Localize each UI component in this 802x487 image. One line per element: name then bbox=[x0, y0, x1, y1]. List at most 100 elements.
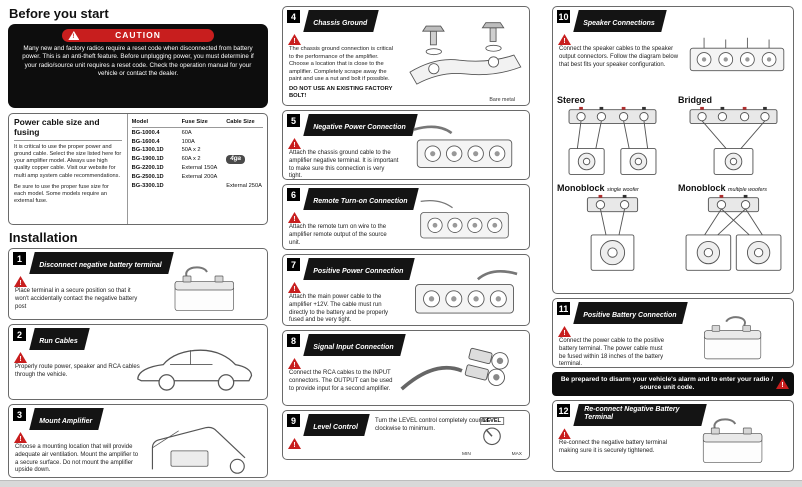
step-title-banner: Mount Amplifier bbox=[29, 408, 104, 430]
bridged-wiring-illustration bbox=[689, 106, 778, 175]
step-title-banner: Run Cables bbox=[29, 328, 90, 350]
step-instructions: Turn the LEVEL control completely counte… bbox=[375, 418, 491, 432]
step-instructions: Attach the main power cable to the ampli… bbox=[289, 294, 389, 324]
step-title: Remote Turn-on Connection bbox=[313, 198, 408, 205]
step-6-remote-turn-on-connection: 6 Remote Turn-on Connection ! Attach the… bbox=[282, 184, 530, 250]
step-number-badge: 12 bbox=[557, 404, 570, 417]
monoblock-single-label: Monoblock single woofer bbox=[557, 183, 639, 193]
col-fuse-size: Fuse Size bbox=[181, 119, 208, 125]
warning-icon: ! bbox=[14, 352, 27, 363]
power-cable-info: Power cable size and fusing It is critic… bbox=[9, 114, 128, 224]
power-cable-title: Power cable size and fusing bbox=[14, 117, 122, 141]
step-number-badge: 11 bbox=[557, 302, 570, 315]
step-3-mount-amplifier: 3 Mount Amplifier ! Choose a mounting lo… bbox=[8, 404, 268, 478]
col-model: Model bbox=[131, 119, 149, 125]
amplifier-terminal-illustration bbox=[403, 265, 526, 322]
monoblock-single-illustration bbox=[586, 194, 639, 271]
step-title-banner: Negative Power Connection bbox=[303, 114, 418, 136]
step-title: Run Cables bbox=[39, 338, 78, 345]
max-label: MAX bbox=[511, 452, 522, 457]
bridged-label: Bridged bbox=[678, 95, 713, 105]
page-footer-strip bbox=[0, 480, 802, 487]
step-title: Mount Amplifier bbox=[39, 418, 93, 425]
step-title-banner: Positive Power Connection bbox=[303, 258, 415, 280]
monoblock-single-diagram: Monoblock single woofer bbox=[557, 183, 668, 274]
step-12-reconnect-negative-battery: 12 Re-connect Negative Battery Terminal … bbox=[552, 400, 794, 472]
warning-icon: ! bbox=[558, 326, 571, 337]
battery-illustration bbox=[675, 416, 790, 468]
warning-icon: ! bbox=[776, 378, 789, 389]
step-title-banner: Signal Input Connection bbox=[303, 334, 406, 356]
warning-icon: ! bbox=[288, 34, 301, 45]
rca-cable-illustration bbox=[398, 345, 526, 402]
middle-column: 4 Chassis Ground ! The chassis ground co… bbox=[282, 6, 530, 464]
right-column: 10 Speaker Connections ! Connect the spe… bbox=[552, 6, 794, 476]
step-number-badge: 4 bbox=[287, 10, 300, 23]
step-2-run-cables: 2 Run Cables ! Properly route power, spe… bbox=[8, 324, 268, 400]
stereo-label: Stereo bbox=[557, 95, 586, 105]
warning-icon: ! bbox=[68, 31, 80, 40]
step-title: Disconnect negative battery terminal bbox=[39, 262, 162, 269]
chassis-ground-illustration bbox=[398, 15, 526, 102]
step-number-badge: 8 bbox=[287, 334, 300, 347]
step-instructions: Attach the remote turn on wire to the am… bbox=[289, 224, 387, 246]
step-title: Positive Power Connection bbox=[313, 268, 404, 275]
step-title: Speaker Connections bbox=[583, 20, 655, 27]
power-cable-para2: Be sure to use the proper fuse size for … bbox=[14, 183, 109, 205]
caution-box: ! CAUTION Many new and factory radios re… bbox=[8, 24, 268, 108]
step-instructions: Attach the chassis ground cable to the a… bbox=[289, 150, 399, 180]
left-column: Before you start ! CAUTION Many new and … bbox=[8, 6, 268, 482]
step-instructions: Properly route power, speaker and RCA ca… bbox=[15, 364, 140, 378]
step-title-banner: Level Control bbox=[303, 414, 370, 436]
step-11-positive-battery-connection: 11 Positive Battery Connection ! Connect… bbox=[552, 298, 794, 368]
warning-icon: ! bbox=[288, 282, 301, 293]
step-instructions: Connect the power cable to the positive … bbox=[559, 338, 665, 368]
knob-icon bbox=[483, 427, 501, 446]
level-label: LEVEL bbox=[480, 417, 504, 425]
warning-icon: ! bbox=[14, 432, 27, 443]
step-4-chassis-ground: 4 Chassis Ground ! The chassis ground co… bbox=[282, 6, 530, 106]
step-title-banner: Positive Battery Connection bbox=[573, 302, 689, 324]
step-number-badge: 3 bbox=[13, 408, 26, 421]
amplifier-terminal-illustration bbox=[403, 121, 526, 176]
step-instructions: Choose a mounting location that will pro… bbox=[15, 444, 139, 474]
step-title: Signal Input Connection bbox=[313, 344, 394, 351]
table-header-row: Model Fuse Size Cable Size bbox=[131, 118, 263, 128]
warning-icon: ! bbox=[558, 428, 571, 440]
alarm-banner: Be prepared to disarm your vehicle's ala… bbox=[552, 372, 794, 396]
monoblock-multiple-diagram: Monoblock multiple woofers bbox=[678, 183, 789, 274]
before-you-start-heading: Before you start bbox=[9, 6, 109, 21]
battery-illustration bbox=[145, 264, 264, 316]
step-title-banner: Chassis Ground bbox=[303, 10, 379, 32]
car-illustration bbox=[125, 340, 264, 396]
warning-icon: ! bbox=[14, 276, 27, 287]
bare-metal-caption: Bare metal bbox=[489, 97, 515, 103]
step-title: Level Control bbox=[313, 424, 358, 431]
step-5-negative-power-connection: 5 Negative Power Connection ! Attach the… bbox=[282, 110, 530, 180]
step-number-badge: 7 bbox=[287, 258, 300, 271]
step-number-badge: 9 bbox=[287, 414, 300, 427]
step-1-disconnect-negative-battery: 1 Disconnect negative battery terminal !… bbox=[8, 248, 268, 320]
step-title-banner: Speaker Connections bbox=[573, 10, 667, 32]
speaker-terminal-illustration bbox=[685, 30, 789, 82]
step-number-badge: 5 bbox=[287, 114, 300, 127]
warning-icon: ! bbox=[288, 138, 301, 149]
step-8-signal-input-connection: 8 Signal Input Connection ! Connect the … bbox=[282, 330, 530, 406]
stereo-diagram: Stereo bbox=[557, 95, 668, 180]
step-instructions: The chassis ground connection is critica… bbox=[289, 46, 394, 83]
warning-icon: ! bbox=[288, 212, 301, 223]
level-knob-illustration: LEVEL MIN MAX bbox=[460, 417, 524, 457]
caution-ribbon: ! CAUTION bbox=[62, 29, 214, 42]
caution-label: CAUTION bbox=[115, 30, 161, 40]
stereo-wiring-illustration bbox=[568, 106, 657, 175]
step-warning-text: DO NOT USE AN EXISTING FACTORY BOLT! bbox=[289, 85, 393, 99]
step-title: Positive Battery Connection bbox=[583, 312, 677, 319]
step-instructions: Re-connect the negative battery terminal… bbox=[559, 440, 668, 455]
step-instructions: Connect the RCA cables to the INPUT conn… bbox=[289, 370, 393, 392]
